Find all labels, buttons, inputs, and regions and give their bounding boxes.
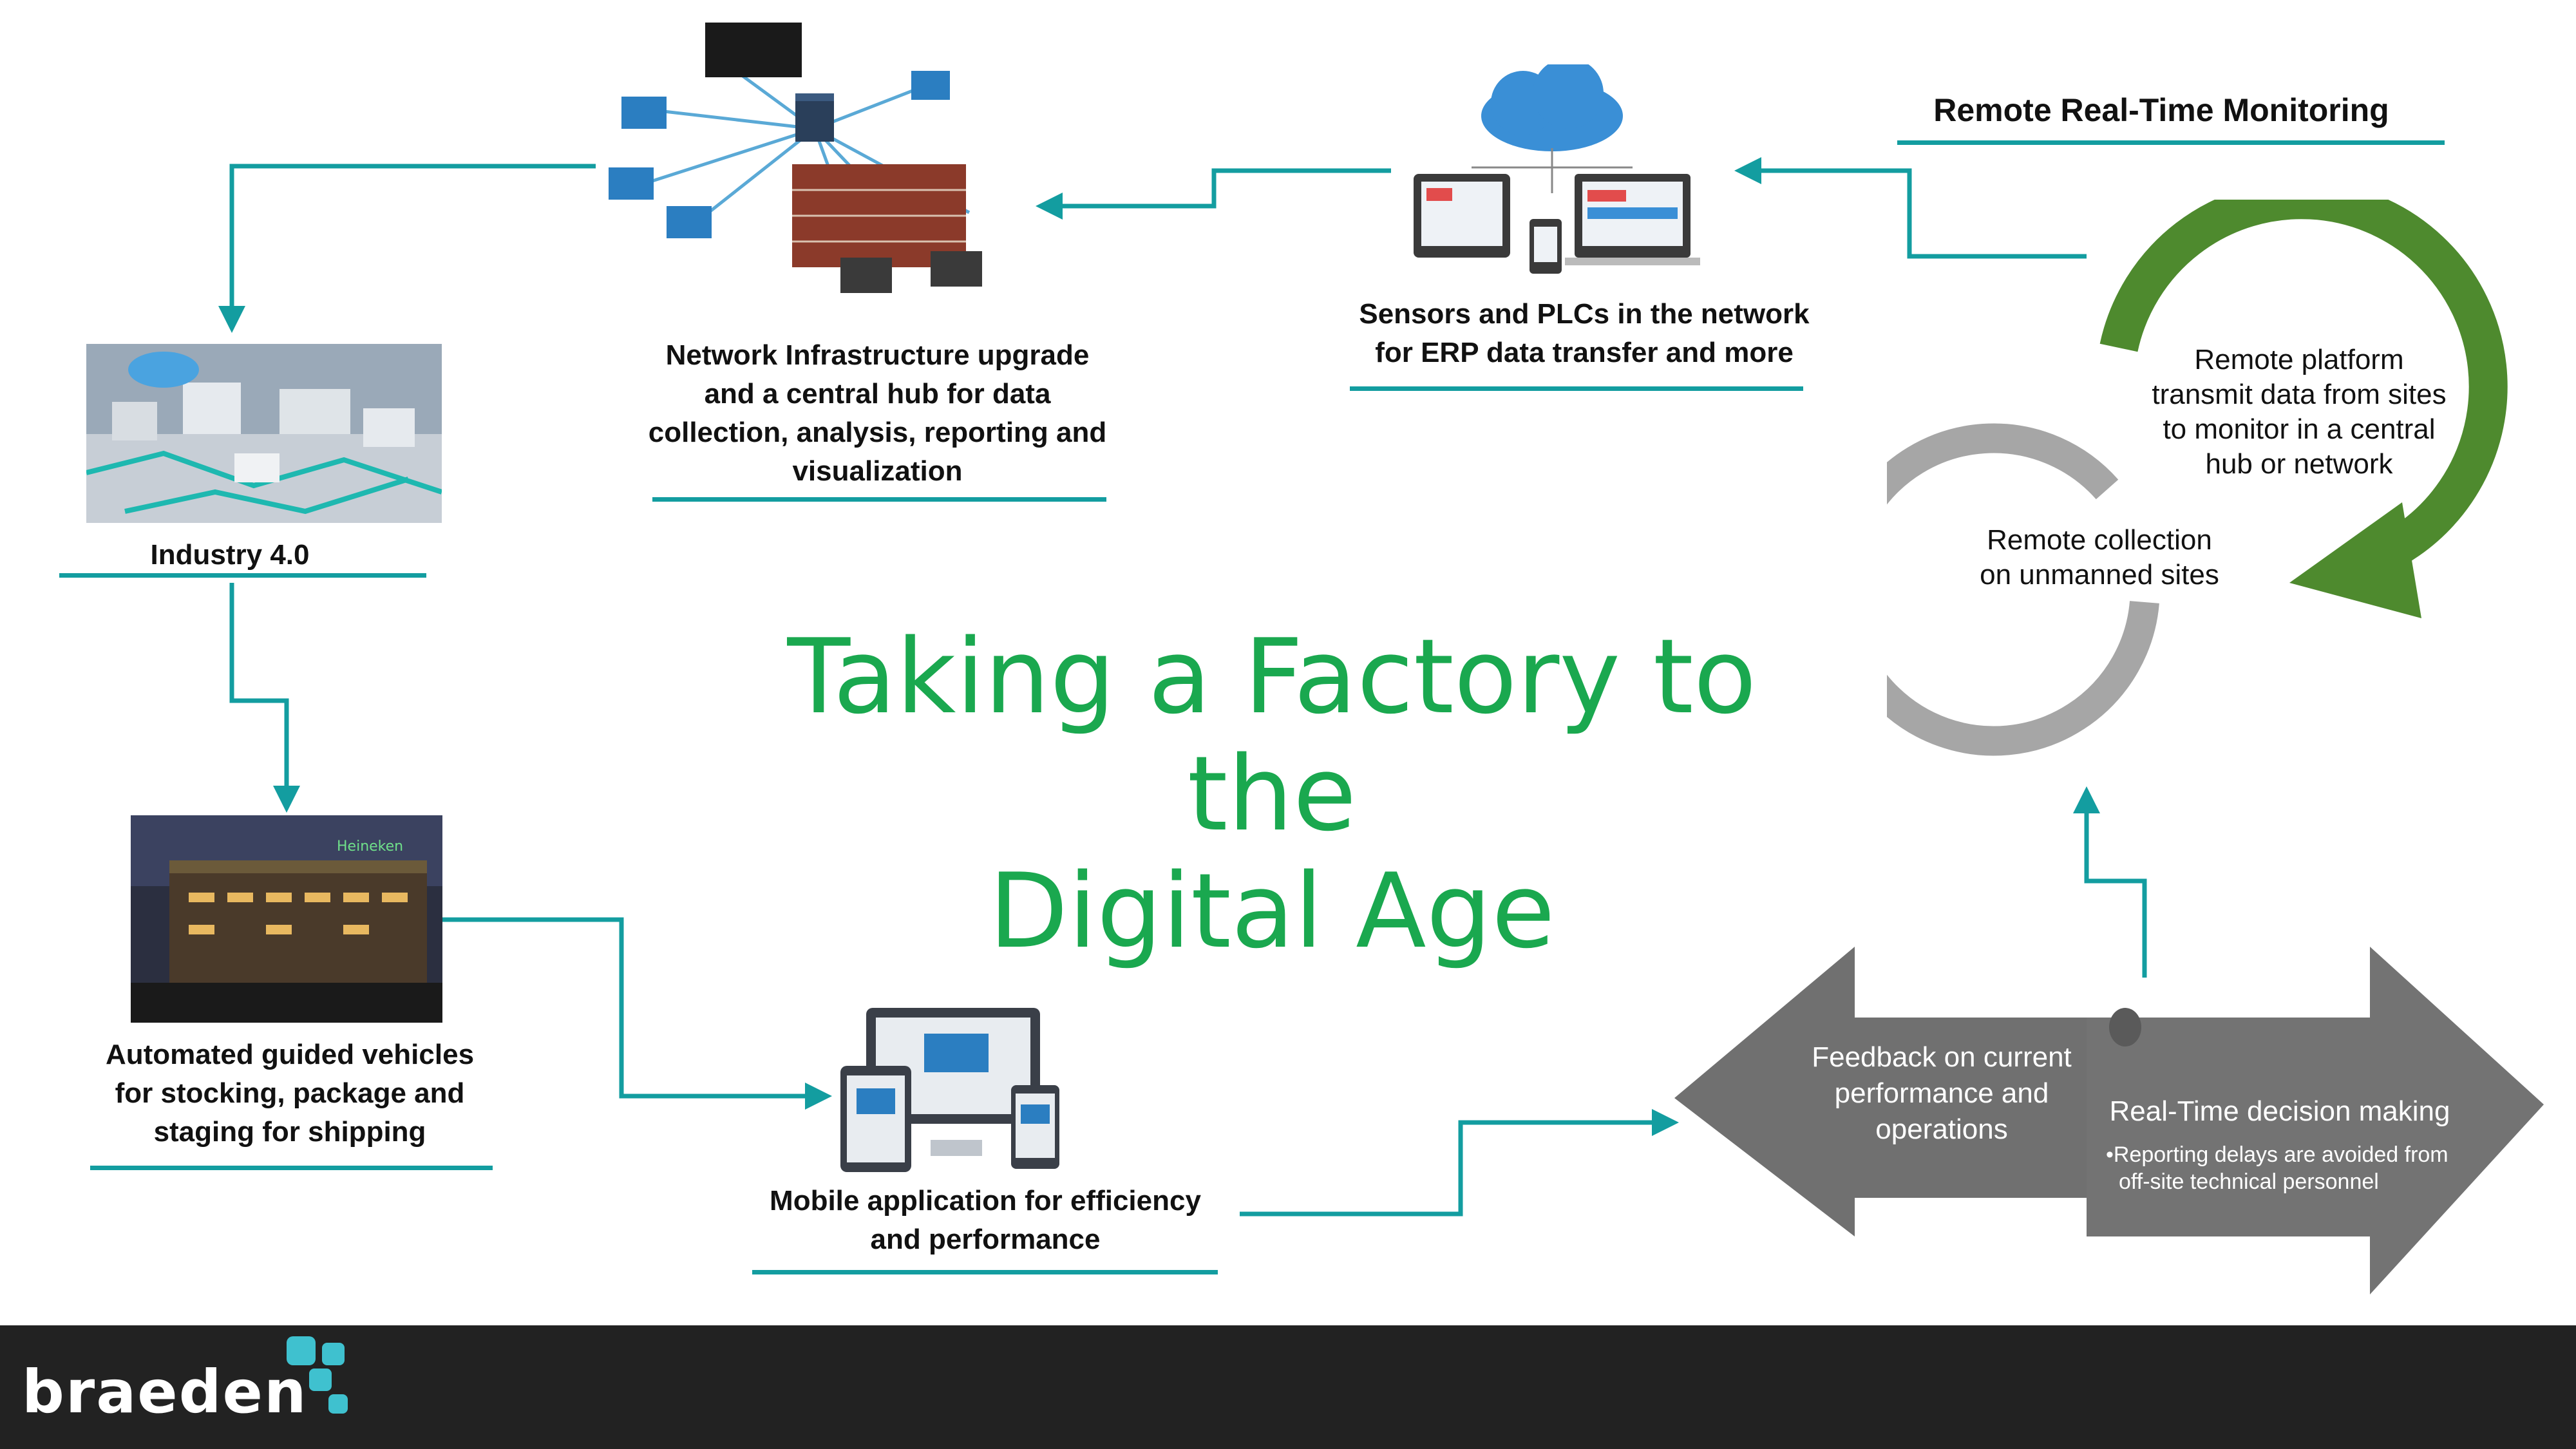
monitoring-label-text: Remote Real-Time Monitoring xyxy=(1933,92,2389,128)
cycle-green-arrowhead xyxy=(2289,502,2421,618)
industry-label-text: Industry 4.0 xyxy=(150,539,310,571)
cycle-gray-line-1: Remote collection xyxy=(1987,524,2212,556)
cycle-gray-ring xyxy=(1887,423,2159,756)
sensors-underline xyxy=(1350,386,1803,391)
network-line-4: visualization xyxy=(792,455,963,487)
feedback-line-2: performance and xyxy=(1834,1077,2049,1109)
industry-underline xyxy=(59,573,426,578)
decision-arrow-shape xyxy=(2087,947,2544,1294)
title-line-2: Digital Age xyxy=(989,851,1555,971)
building-photo-icon: Heineken xyxy=(131,815,442,1023)
multi-device-icon xyxy=(840,1008,1059,1172)
mobile-line-2: and performance xyxy=(870,1224,1101,1255)
monitoring-underline xyxy=(1897,140,2445,145)
connector-agv-to-mobile xyxy=(441,917,832,1110)
cycle-green-line-3: to monitor in a central xyxy=(2163,413,2436,445)
cycle-green-text: Remote platform transmit data from sites… xyxy=(2119,343,2479,482)
connector-monitoring-to-sensors xyxy=(1734,157,2087,259)
cycle-diagram xyxy=(1887,200,2508,756)
agv-line-1: Automated guided vehicles xyxy=(105,1039,475,1070)
footer-bar xyxy=(0,1325,2576,1449)
cycle-green-line-1: Remote platform xyxy=(2194,344,2404,375)
feedback-text: Feedback on current performance and oper… xyxy=(1790,1039,2093,1148)
cycle-green-line-2: transmit data from sites xyxy=(2152,379,2447,410)
feedback-line-1: Feedback on current xyxy=(1812,1041,2072,1073)
decision-bullet-line-2: off-site technical personnel xyxy=(2119,1170,2379,1194)
monitoring-label: Remote Real-Time Monitoring xyxy=(1897,90,2425,130)
heineken-sign: Heineken xyxy=(337,838,403,855)
network-underline xyxy=(652,497,1106,502)
network-label: Network Infrastructure upgrade and a cen… xyxy=(631,336,1124,491)
decision-bullet: •Reporting delays are avoided from off-s… xyxy=(2106,1141,2492,1195)
sensors-label: Sensors and PLCs in the network for ERP … xyxy=(1346,295,1823,372)
decision-bullet-line-1: •Reporting delays are avoided from xyxy=(2106,1142,2448,1167)
agv-underline xyxy=(90,1166,493,1170)
network-hub-icon xyxy=(609,23,982,293)
braeden-logo-icon xyxy=(287,1336,348,1414)
mobile-line-1: Mobile application for efficiency xyxy=(770,1185,1201,1217)
title-line-1: Taking a Factory to the xyxy=(787,616,1757,854)
cloud-devices-icon xyxy=(1414,64,1700,274)
cycle-gray-line-2: on unmanned sites xyxy=(1980,559,2219,591)
cycle-green-line-4: hub or network xyxy=(2205,448,2393,480)
network-line-1: Network Infrastructure upgrade xyxy=(665,339,1090,371)
brand-wordmark: braeden xyxy=(22,1358,308,1426)
factory-scene-icon xyxy=(86,344,442,523)
agv-line-3: staging for shipping xyxy=(153,1116,426,1148)
network-line-3: collection, analysis, reporting and xyxy=(648,417,1107,448)
decision-title: Real-Time decision making xyxy=(2093,1094,2467,1130)
mobile-label: Mobile application for efficiency and pe… xyxy=(734,1182,1236,1259)
agv-label: Automated guided vehicles for stocking, … xyxy=(71,1036,509,1151)
cycle-green-arc xyxy=(2099,200,2508,585)
mobile-underline xyxy=(752,1270,1218,1274)
decision-title-text: Real-Time decision making xyxy=(2109,1095,2450,1127)
page-title: Taking a Factory to the Digital Age xyxy=(708,618,1835,970)
sensors-line-1: Sensors and PLCs in the network xyxy=(1359,298,1810,330)
connector-industry-to-agv xyxy=(229,583,300,813)
connector-mobile-to-feedback xyxy=(1240,1109,1679,1217)
industry-label: Industry 4.0 xyxy=(59,536,401,574)
decision-arrows xyxy=(1674,947,2544,1294)
connector-decision-to-cycle xyxy=(2073,786,2147,978)
feedback-line-3: operations xyxy=(1875,1113,2008,1145)
connector-network-to-industry xyxy=(218,164,596,333)
sensors-line-2: for ERP data transfer and more xyxy=(1375,337,1794,368)
feedback-arrow-shape xyxy=(1674,947,2138,1236)
connector-sensors-to-network xyxy=(1036,168,1391,220)
network-line-2: and a central hub for data xyxy=(704,378,1051,410)
cycle-gray-text: Remote collection on unmanned sites xyxy=(1938,523,2260,592)
agv-line-2: for stocking, package and xyxy=(115,1077,465,1109)
